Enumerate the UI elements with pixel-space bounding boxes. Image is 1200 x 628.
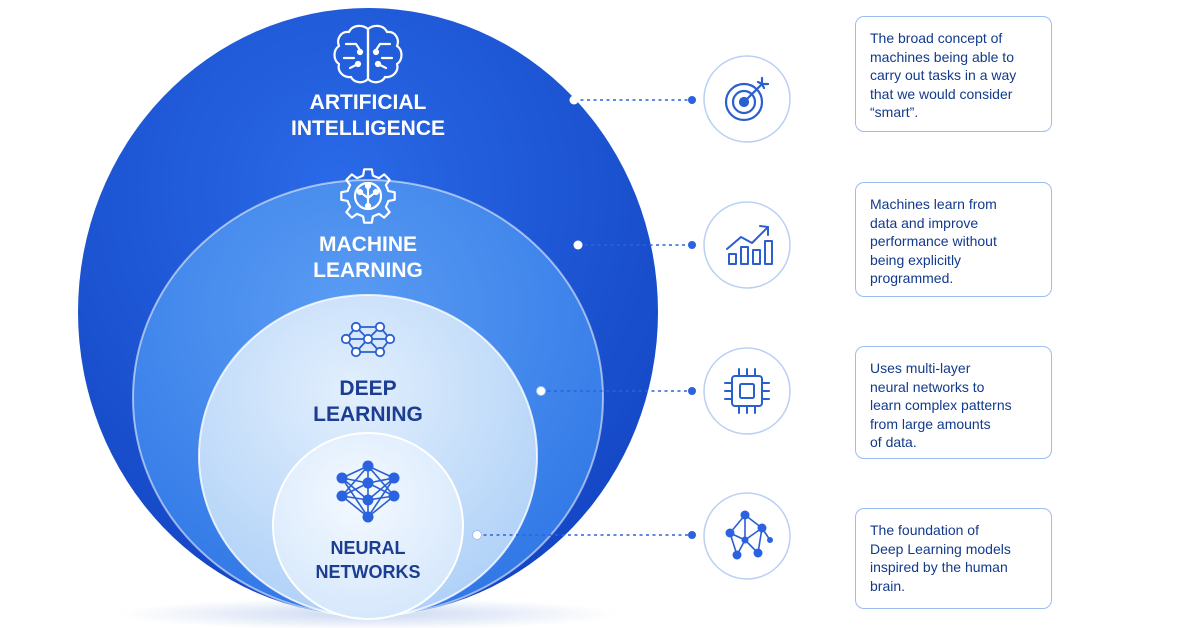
connector-dot-dl-end bbox=[688, 387, 696, 395]
growth-chart-icon bbox=[726, 225, 773, 265]
connector-dot-ai-start bbox=[569, 95, 579, 105]
gear-circuit-icon bbox=[340, 168, 396, 224]
icon-bubble-nn bbox=[703, 492, 791, 580]
description-card-dl: Uses multi-layer neural networks to lear… bbox=[855, 346, 1052, 459]
ai-title-line-2: INTELLIGENCE bbox=[291, 117, 445, 140]
ml-title-line-2: LEARNING bbox=[313, 259, 423, 282]
target-icon bbox=[724, 76, 770, 122]
icon-bubble-dl bbox=[703, 347, 791, 435]
connector-dot-ml-start bbox=[573, 240, 583, 250]
description-text-nn: The foundation of Deep Learning models i… bbox=[870, 522, 1011, 594]
connector-dot-nn-end bbox=[688, 531, 696, 539]
description-card-ai: The broad concept of machines being able… bbox=[855, 16, 1052, 132]
description-text-dl: Uses multi-layer neural networks to lear… bbox=[870, 360, 1012, 451]
dl-title-line-1: DEEP bbox=[339, 377, 396, 400]
icon-bubble-ml bbox=[703, 201, 791, 289]
nn-title-line-2: NETWORKS bbox=[316, 562, 421, 582]
ai-title-line-1: ARTIFICIAL bbox=[310, 91, 427, 114]
brain-circuit-icon bbox=[333, 24, 403, 84]
dl-title-line-2: LEARNING bbox=[313, 403, 423, 426]
chip-icon bbox=[724, 368, 770, 414]
description-card-ml: Machines learn from data and improve per… bbox=[855, 182, 1052, 297]
connector-dot-ml-end bbox=[688, 241, 696, 249]
description-card-nn: The foundation of Deep Learning models i… bbox=[855, 508, 1052, 609]
description-text-ai: The broad concept of machines being able… bbox=[870, 30, 1017, 121]
neural-net-icon bbox=[336, 460, 400, 523]
circle-neural-networks bbox=[272, 432, 464, 620]
connector-dot-ai-end bbox=[688, 96, 696, 104]
nn-title-line-1: NEURAL bbox=[331, 538, 406, 558]
node-graph-icon bbox=[725, 510, 773, 560]
description-text-ml: Machines learn from data and improve per… bbox=[870, 196, 997, 287]
connector-dot-nn-start bbox=[472, 530, 482, 540]
ml-title-line-1: MACHINE bbox=[319, 233, 417, 256]
connector-dot-dl-start bbox=[536, 386, 546, 396]
network-nodes-icon bbox=[340, 321, 396, 358]
